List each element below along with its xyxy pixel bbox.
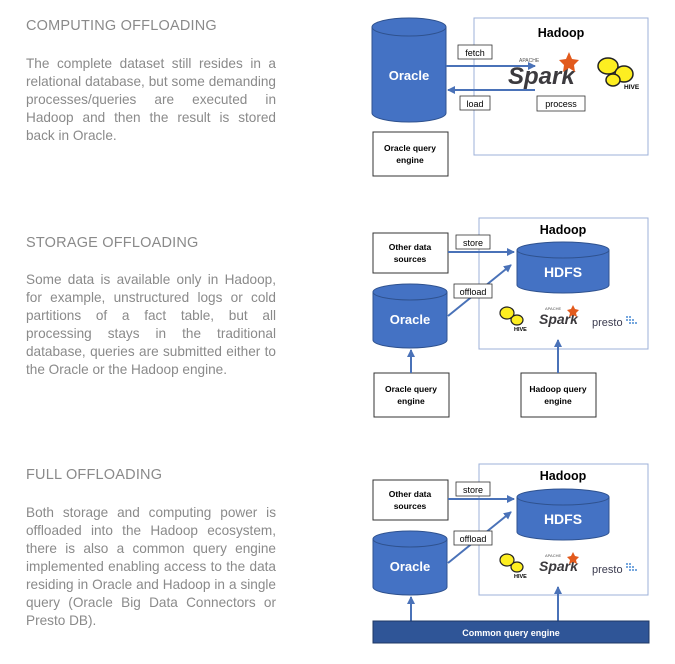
hdfs-label: HDFS bbox=[544, 511, 582, 527]
process-tag bbox=[536, 95, 586, 112]
oracle-label: Oracle bbox=[390, 312, 430, 327]
section-body-computing: The complete dataset still resides in a … bbox=[26, 56, 276, 143]
common-query-engine-bar bbox=[372, 620, 650, 644]
presto-logo: presto bbox=[592, 563, 637, 576]
hive-bee-icon bbox=[499, 553, 515, 567]
diagram-computing: Hadoop Oracle fetch load process APACHE … bbox=[371, 17, 649, 177]
store-label: store bbox=[463, 238, 483, 248]
diagram-full: Hadoop Other data sources HDFS Oracle st… bbox=[372, 463, 650, 644]
diagram-storage: Hadoop Other data sources HDFS Oracle st… bbox=[372, 217, 649, 418]
hadoop-label: Hadoop bbox=[540, 469, 587, 483]
spark-logo: APACHE Spark bbox=[539, 305, 579, 327]
svg-text:HIVE: HIVE bbox=[514, 327, 527, 333]
hive-bee-icon bbox=[597, 57, 619, 75]
oracle-query-engine-label-2: engine bbox=[396, 155, 424, 165]
hadoop-label: Hadoop bbox=[538, 26, 585, 40]
store-tag bbox=[455, 234, 491, 250]
fetch-tag bbox=[457, 44, 493, 60]
hive-logo: HIVE bbox=[597, 57, 640, 91]
svg-text:Spark: Spark bbox=[539, 311, 579, 327]
hadoop-cluster-box bbox=[473, 17, 649, 156]
svg-text:HIVE: HIVE bbox=[624, 84, 640, 91]
section-title-full: FULL OFFLOADING bbox=[26, 467, 163, 483]
hadoop-query-engine-box bbox=[520, 372, 597, 418]
oracle-query-engine-label-1: Oracle query bbox=[384, 143, 436, 153]
load-tag bbox=[459, 95, 491, 111]
spark-logo: APACHE Spark bbox=[539, 552, 579, 574]
other-data-sources-box bbox=[372, 479, 449, 521]
load-label: load bbox=[466, 99, 483, 109]
other-data-sources-label-1: Other data bbox=[389, 489, 432, 499]
other-data-sources-box bbox=[372, 232, 449, 274]
hadoop-query-engine-label-2: engine bbox=[544, 396, 572, 406]
hive-bee-icon bbox=[499, 306, 515, 320]
svg-text:HIVE: HIVE bbox=[514, 574, 527, 580]
svg-text:Spark: Spark bbox=[539, 558, 579, 574]
oracle-database-cylinder: Oracle bbox=[371, 17, 447, 123]
oracle-database-cylinder: Oracle bbox=[372, 283, 448, 349]
offload-label: offload bbox=[460, 287, 487, 297]
section-title-storage: STORAGE OFFLOADING bbox=[26, 235, 199, 251]
oracle-query-engine-box bbox=[373, 372, 450, 418]
presto-dots-icon bbox=[626, 563, 637, 571]
section-title-computing: COMPUTING OFFLOADING bbox=[26, 18, 217, 34]
other-data-sources-label-2: sources bbox=[394, 501, 427, 511]
hive-logo: HIVE bbox=[499, 553, 527, 580]
svg-text:APACHE: APACHE bbox=[545, 553, 561, 558]
oracle-query-engine-label-1: Oracle query bbox=[385, 384, 437, 394]
oracle-query-engine-label-2: engine bbox=[397, 396, 425, 406]
offload-tag bbox=[453, 283, 493, 299]
spark-star-icon bbox=[559, 52, 579, 72]
section-body-storage: Some data is available only in Hadoop, f… bbox=[26, 272, 276, 377]
process-label: process bbox=[545, 99, 577, 109]
oracle-query-engine-box bbox=[372, 131, 449, 177]
presto-dots-icon bbox=[626, 316, 637, 324]
svg-text:APACHE: APACHE bbox=[545, 306, 561, 311]
hadoop-query-engine-label-1: Hadoop query bbox=[529, 384, 586, 394]
section-body-full: Both storage and computing power is offl… bbox=[26, 505, 276, 628]
offload-tag bbox=[453, 530, 493, 546]
hive-logo: HIVE bbox=[499, 306, 527, 333]
other-data-sources-label-1: Other data bbox=[389, 242, 432, 252]
hdfs-label: HDFS bbox=[544, 264, 582, 280]
oracle-database-cylinder: Oracle bbox=[372, 530, 448, 596]
svg-text:presto: presto bbox=[592, 317, 623, 329]
spark-star-icon bbox=[567, 552, 579, 564]
spark-star-icon bbox=[567, 305, 579, 317]
presto-logo: presto bbox=[592, 316, 637, 329]
spark-logo: APACHE Spark bbox=[508, 52, 579, 90]
oracle-label: Oracle bbox=[389, 68, 429, 83]
svg-text:APACHE: APACHE bbox=[519, 58, 540, 64]
oracle-label: Oracle bbox=[390, 559, 430, 574]
fetch-label: fetch bbox=[465, 48, 485, 58]
hdfs-cylinder: HDFS bbox=[516, 488, 610, 541]
offload-label: offload bbox=[460, 534, 487, 544]
hdfs-cylinder: HDFS bbox=[516, 241, 610, 294]
other-data-sources-label-2: sources bbox=[394, 254, 427, 264]
common-query-engine-label: Common query engine bbox=[462, 628, 560, 638]
store-tag bbox=[455, 481, 491, 497]
svg-text:presto: presto bbox=[592, 564, 623, 576]
store-label: store bbox=[463, 485, 483, 495]
hadoop-label: Hadoop bbox=[540, 223, 587, 237]
